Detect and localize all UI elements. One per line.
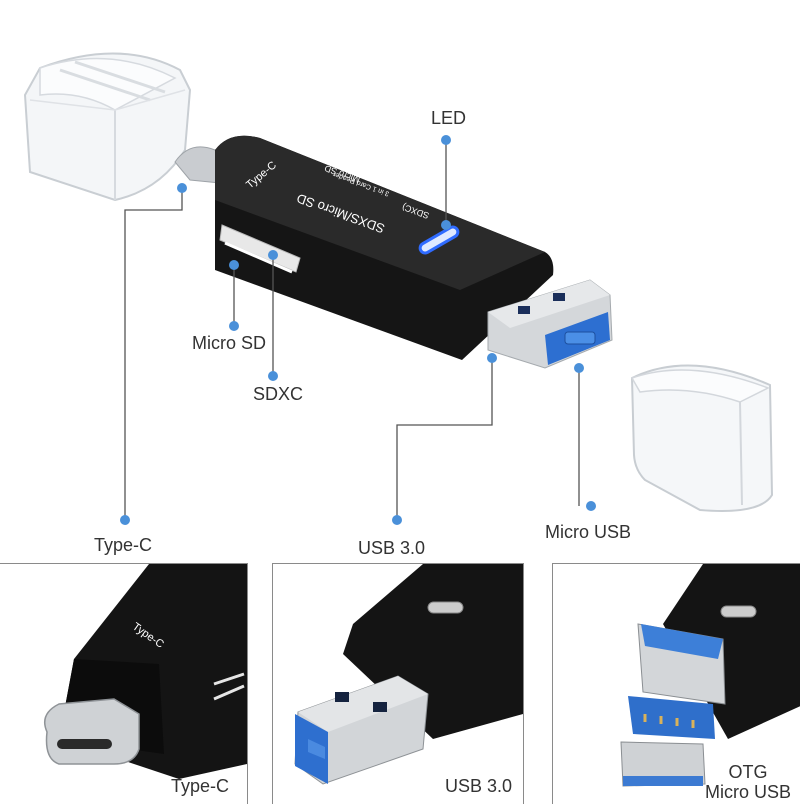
callout-usb30: USB 3.0	[358, 538, 426, 558]
led-dot	[441, 135, 451, 145]
callout-lines	[124, 140, 580, 520]
type-c-closeup: Type-C	[44, 564, 247, 779]
panel-otg-label: OTG Micro USB	[698, 762, 798, 802]
card-reader-body	[215, 135, 554, 360]
panel-otg-label-line1: OTG	[728, 762, 768, 782]
panel-type-c-label: Type-C	[171, 776, 230, 796]
micro-usb-dot	[574, 363, 584, 373]
panel-otg-micro-usb: OTG Micro USB	[552, 563, 800, 804]
usb30-closeup	[294, 564, 523, 785]
usb-cap	[630, 364, 774, 512]
otg-closeup	[620, 564, 800, 787]
usb30-dot	[487, 353, 497, 363]
type-c-dot	[177, 183, 187, 193]
callout-dots	[120, 135, 596, 525]
callout-type-c: Type-C	[94, 535, 153, 555]
main-illustration: Type-C SDXS/Micro SD 3 in 1 Card Reader …	[23, 52, 774, 525]
callout-micro-usb: Micro USB	[545, 522, 632, 542]
sdxc-dot	[268, 250, 278, 260]
callout-micro-sd: Micro SD	[192, 333, 267, 353]
callout-sdxc: SDXC	[253, 384, 304, 404]
usb-plug	[487, 279, 613, 369]
micro-sd-dot	[229, 260, 239, 270]
callout-led: LED	[431, 108, 467, 128]
panel-usb30-label: USB 3.0	[445, 776, 513, 796]
panel-usb30: USB 3.0	[272, 563, 524, 804]
panel-type-c: Type-C Type-C	[0, 563, 248, 804]
panel-otg-label-line2: Micro USB	[704, 782, 791, 802]
type-c-cap	[23, 52, 192, 202]
